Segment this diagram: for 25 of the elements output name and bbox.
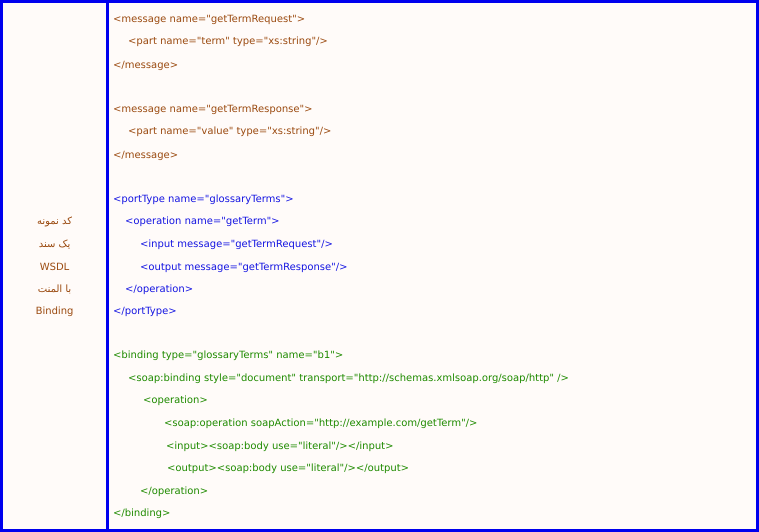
code-line: <soap:binding style="document" transport="http://schemas.xmlsoap.org/soap/http" /> xyxy=(128,372,569,386)
code-line: </binding> xyxy=(113,507,170,521)
code-line: <portType name="glossaryTerms"> xyxy=(113,193,294,207)
code-line: </operation> xyxy=(125,283,194,297)
code-line: </message> xyxy=(113,59,178,73)
caption-text: با المنت xyxy=(36,283,72,297)
code-line: <soap:operation soapAction="http://example.com/getTerm"/> xyxy=(164,417,478,431)
code-line: <operation name="getTerm"> xyxy=(125,215,280,229)
code-line: </operation> xyxy=(140,485,208,499)
code-line: <input><soap:body use="literal"/></input> xyxy=(166,440,394,454)
caption-text: WSDL xyxy=(38,261,70,275)
code-line: <part name="value" type="xs:string"/> xyxy=(128,125,332,139)
code-line: <part name="term" type="xs:string"/> xyxy=(128,35,328,49)
code-line: <output message="getTermResponse"/> xyxy=(140,261,348,275)
code-line: </portType> xyxy=(113,305,177,319)
code-line: <message name="getTermRequest"> xyxy=(113,13,306,27)
code-line: <message name="getTermResponse"> xyxy=(113,103,313,117)
caption-text: Binding xyxy=(34,305,74,319)
code-line: <operation> xyxy=(143,394,208,408)
code-line: <output><soap:body use="literal"/></output> xyxy=(167,462,409,476)
code-line: <input message="getTermRequest"/> xyxy=(140,238,333,252)
code-line: <binding type="glossaryTerms" name="b1"> xyxy=(113,349,344,363)
code-line: </message> xyxy=(113,149,178,163)
caption-text: کد نمونه xyxy=(36,215,74,229)
caption-text: یک سند xyxy=(38,238,72,252)
